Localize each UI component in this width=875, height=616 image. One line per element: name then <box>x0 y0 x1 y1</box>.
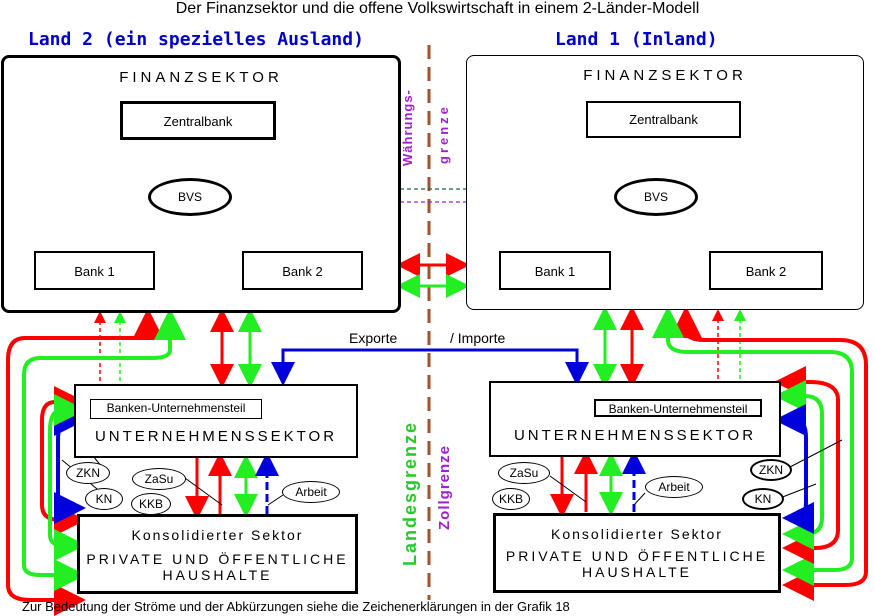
zkn-label-left: ZKN <box>66 462 110 484</box>
loop-left-green <box>22 308 186 591</box>
grenze-label: grenze <box>436 104 451 164</box>
unternehmenssektor-left-title: UNTERNEHMENSSEKTOR <box>94 428 338 445</box>
landesgrenze-label: Landesgrenze <box>400 420 420 566</box>
unternehmenssektor-left: Banken-Unternehmensteil UNTERNEHMENSSEKT… <box>74 384 358 458</box>
loop-right-green-outer <box>652 306 854 586</box>
banken-unternehmensteil-left: Banken-Unternehmensteil <box>90 399 262 419</box>
loop-left-green-inner <box>48 394 86 561</box>
zollgrenze-label: Zollgrenze <box>436 444 453 530</box>
zentralbank-right: Zentralbank <box>586 101 741 138</box>
bank2-right: Bank 2 <box>709 251 823 290</box>
importe-label: / Importe <box>450 330 506 346</box>
finanzsektor-left-title: FINANZSEKTOR <box>119 69 283 86</box>
waehrungs-label: Währungs- <box>400 89 415 166</box>
bank1-right: Bank 1 <box>499 251 611 290</box>
haushalte-left-label: HAUSHALTE <box>162 567 273 583</box>
exporte-label: Exporte <box>349 330 398 346</box>
unternehmenssektor-right: Banken-Unternehmensteil UNTERNEHMENSSEKT… <box>489 381 781 457</box>
kn-label-right: KN <box>742 488 784 510</box>
private-right: PRIVATE UND ÖFFENTLICHE <box>505 548 769 564</box>
finanzsektor-right-title: FINANZSEKTOR <box>583 67 747 84</box>
land-left-label: Land 2 (ein spezielles Ausland) <box>28 29 364 50</box>
footnote: Zur Bedeutung der Ströme und der Abkürzu… <box>22 599 570 614</box>
kkb-label-left: KKB <box>131 493 171 515</box>
bvs-right: BVS <box>614 178 698 216</box>
unternehmenssektor-right-title: UNTERNEHMENSSEKTOR <box>513 427 757 444</box>
konsolidierter-right: Konsolidierter Sektor <box>551 526 723 542</box>
haushalte-left: Konsolidierter Sektor PRIVATE UND ÖFFENT… <box>77 514 358 594</box>
arrow-export-import <box>271 348 589 386</box>
loop-right-blue <box>774 404 814 534</box>
zentralbank-left: Zentralbank <box>120 101 276 140</box>
private-left: PRIVATE UND ÖFFENTLICHE <box>86 551 349 567</box>
arbeit-label-right: Arbeit <box>645 476 703 498</box>
loop-right-red-inner <box>774 366 840 564</box>
kkb-label-right: KKB <box>492 488 530 510</box>
arbeit-label-left: Arbeit <box>282 481 340 503</box>
land-right-label: Land 1 (Inland) <box>555 29 718 50</box>
loop-left-red-inner <box>40 386 86 536</box>
bvs-left: BVS <box>148 178 232 216</box>
haushalte-right: Konsolidierter Sektor PRIVATE UND ÖFFENT… <box>493 513 781 593</box>
konsolidierter-left: Konsolidierter Sektor <box>131 527 304 543</box>
haushalte-right-label: HAUSHALTE <box>582 564 692 580</box>
bank2-left: Bank 2 <box>242 251 363 290</box>
zasu-label-left: ZaSu <box>132 468 186 490</box>
banken-unternehmensteil-right: Banken-Unternehmensteil <box>594 399 762 417</box>
bank1-left: Bank 1 <box>34 251 155 290</box>
zasu-label-right: ZaSu <box>498 462 550 484</box>
kn-label-left: KN <box>85 488 123 510</box>
zkn-label-right: ZKN <box>750 459 792 481</box>
diagram-title: Der Finanzsektor und die offene Volkswir… <box>175 0 700 17</box>
